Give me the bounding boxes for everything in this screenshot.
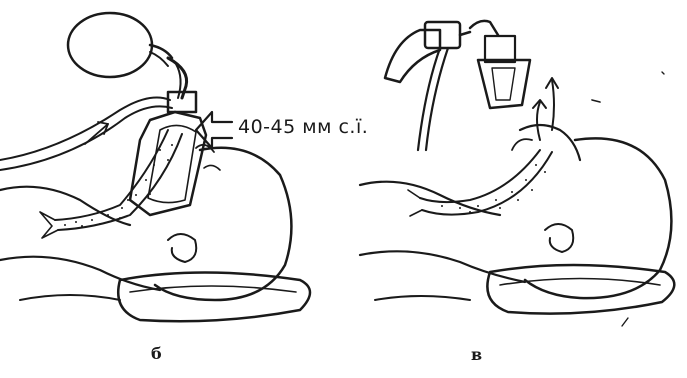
panel-b-drawing — [0, 13, 310, 321]
panel-label-v: в — [471, 345, 482, 364]
panel-v-drawing — [360, 21, 674, 326]
face-mask-icon — [470, 21, 530, 108]
breathing-bag-icon — [68, 13, 172, 77]
panel-label-b: б — [151, 344, 162, 363]
pressure-label: 40-45 мм с.ї. — [238, 116, 368, 138]
suction-device-icon — [385, 22, 470, 82]
